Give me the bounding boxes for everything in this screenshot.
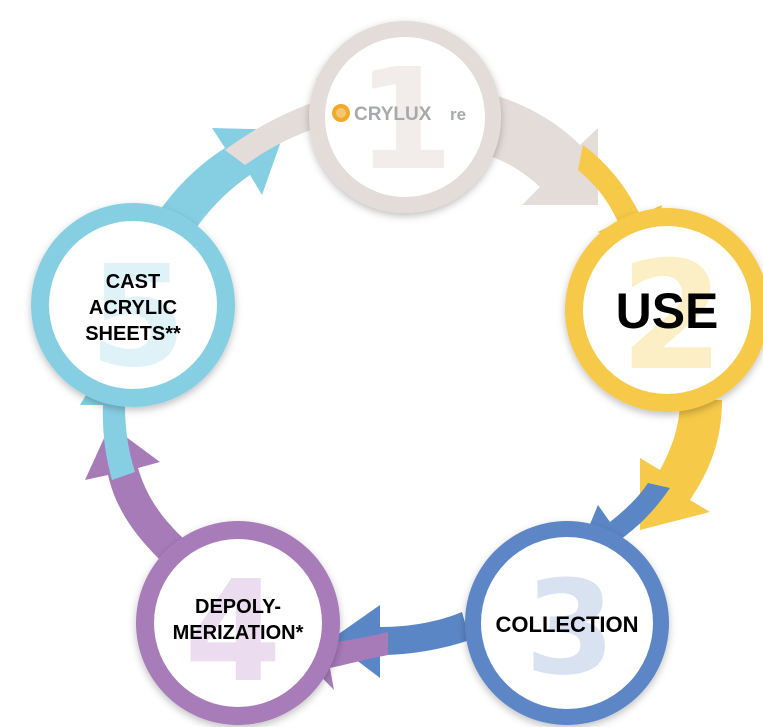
step-3-number: 3 bbox=[525, 552, 615, 704]
step-5-label-line-2: ACRYLIC bbox=[89, 297, 177, 319]
step-2-disc bbox=[583, 226, 751, 394]
step-2-number: 2 bbox=[620, 230, 724, 404]
step-4-disc bbox=[154, 539, 322, 707]
step-5-node: 5 CAST ACRYLIC SHEETS** bbox=[31, 203, 235, 407]
step-3-label: COLLECTION bbox=[496, 612, 639, 637]
step-5-label-line-1: CAST bbox=[106, 271, 160, 293]
step-1-node: 1 CRYLUX re bbox=[309, 21, 501, 213]
step-5-number: 5 bbox=[89, 236, 186, 399]
step-3-node: 3 COLLECTION bbox=[465, 521, 669, 725]
step-1-disc bbox=[325, 37, 485, 197]
step-2-label: USE bbox=[616, 283, 719, 339]
step-4-label-line-1: DEPOLY- bbox=[195, 596, 281, 618]
step-4-label-line-2: MERIZATION* bbox=[173, 622, 304, 644]
arrow-4-to-5 bbox=[85, 425, 185, 560]
step-5-label-line-3: SHEETS** bbox=[85, 323, 181, 345]
step-4-number: 4 bbox=[184, 551, 281, 714]
crylux-logo: CRYLUX re bbox=[332, 104, 466, 125]
arrow-1-to-2 bbox=[470, 88, 598, 205]
step-5-disc bbox=[49, 221, 217, 389]
step-1-number: 1 bbox=[356, 39, 453, 202]
crylux-sun-icon bbox=[332, 104, 350, 122]
step-3-disc bbox=[481, 537, 653, 709]
crylux-sun-icon-dots bbox=[336, 108, 346, 118]
crylux-logo-suffix: re bbox=[450, 105, 466, 124]
step-2-node: 2 USE bbox=[565, 208, 763, 412]
step-4-node: 4 DEPOLY- MERIZATION* bbox=[136, 521, 340, 725]
crylux-logo-text: CRYLUX bbox=[354, 104, 432, 125]
